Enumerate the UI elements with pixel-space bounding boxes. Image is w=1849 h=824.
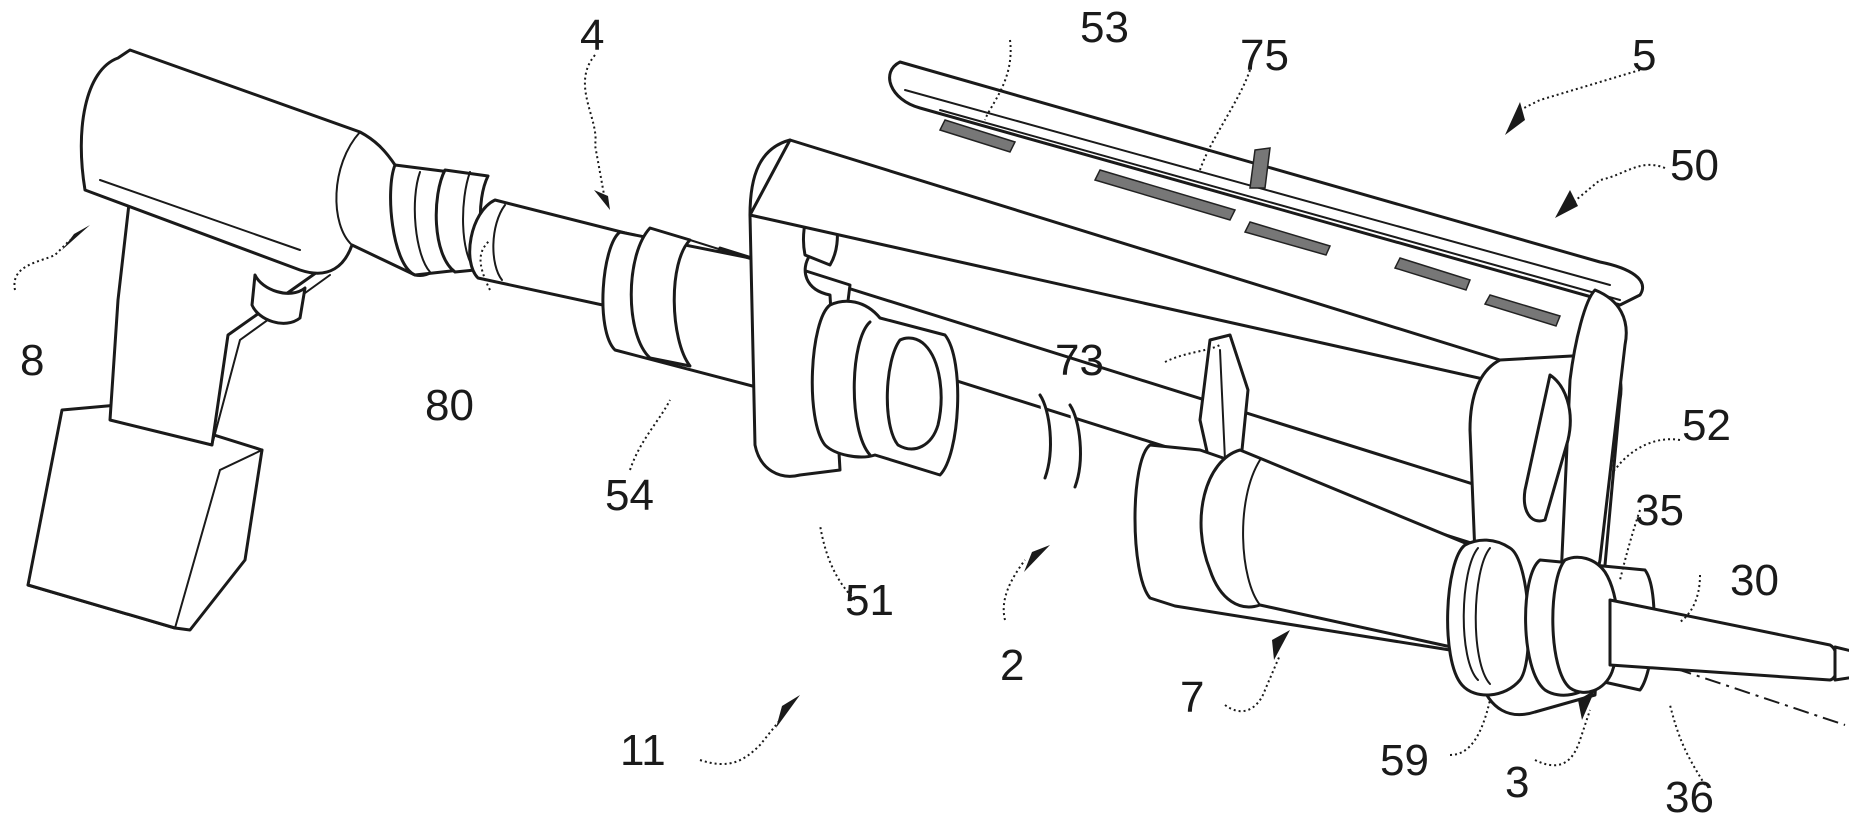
drill-tool	[26, 48, 497, 632]
label-36: 36	[1665, 773, 1714, 822]
adapter	[468, 198, 647, 314]
label-80: 80	[425, 381, 474, 430]
shaft-tip	[1524, 555, 1849, 697]
label-4: 4	[580, 11, 604, 60]
label-53: 53	[1080, 3, 1129, 52]
roller	[1133, 443, 1531, 697]
label-11: 11	[620, 726, 666, 775]
rear-bearing	[810, 299, 960, 477]
label-3: 3	[1505, 758, 1529, 807]
label-51: 51	[845, 576, 894, 625]
label-35: 35	[1635, 486, 1684, 535]
label-2: 2	[1000, 641, 1024, 690]
label-8: 8	[20, 336, 44, 385]
label-75: 75	[1240, 31, 1289, 80]
label-7: 7	[1180, 673, 1204, 722]
label-54: 54	[605, 471, 654, 520]
label-5: 5	[1632, 31, 1656, 80]
label-52: 52	[1682, 401, 1731, 450]
label-73: 73	[1055, 336, 1104, 385]
label-50: 50	[1670, 141, 1719, 190]
label-30: 30	[1730, 556, 1779, 605]
frame	[748, 60, 1644, 717]
label-59: 59	[1380, 736, 1429, 785]
